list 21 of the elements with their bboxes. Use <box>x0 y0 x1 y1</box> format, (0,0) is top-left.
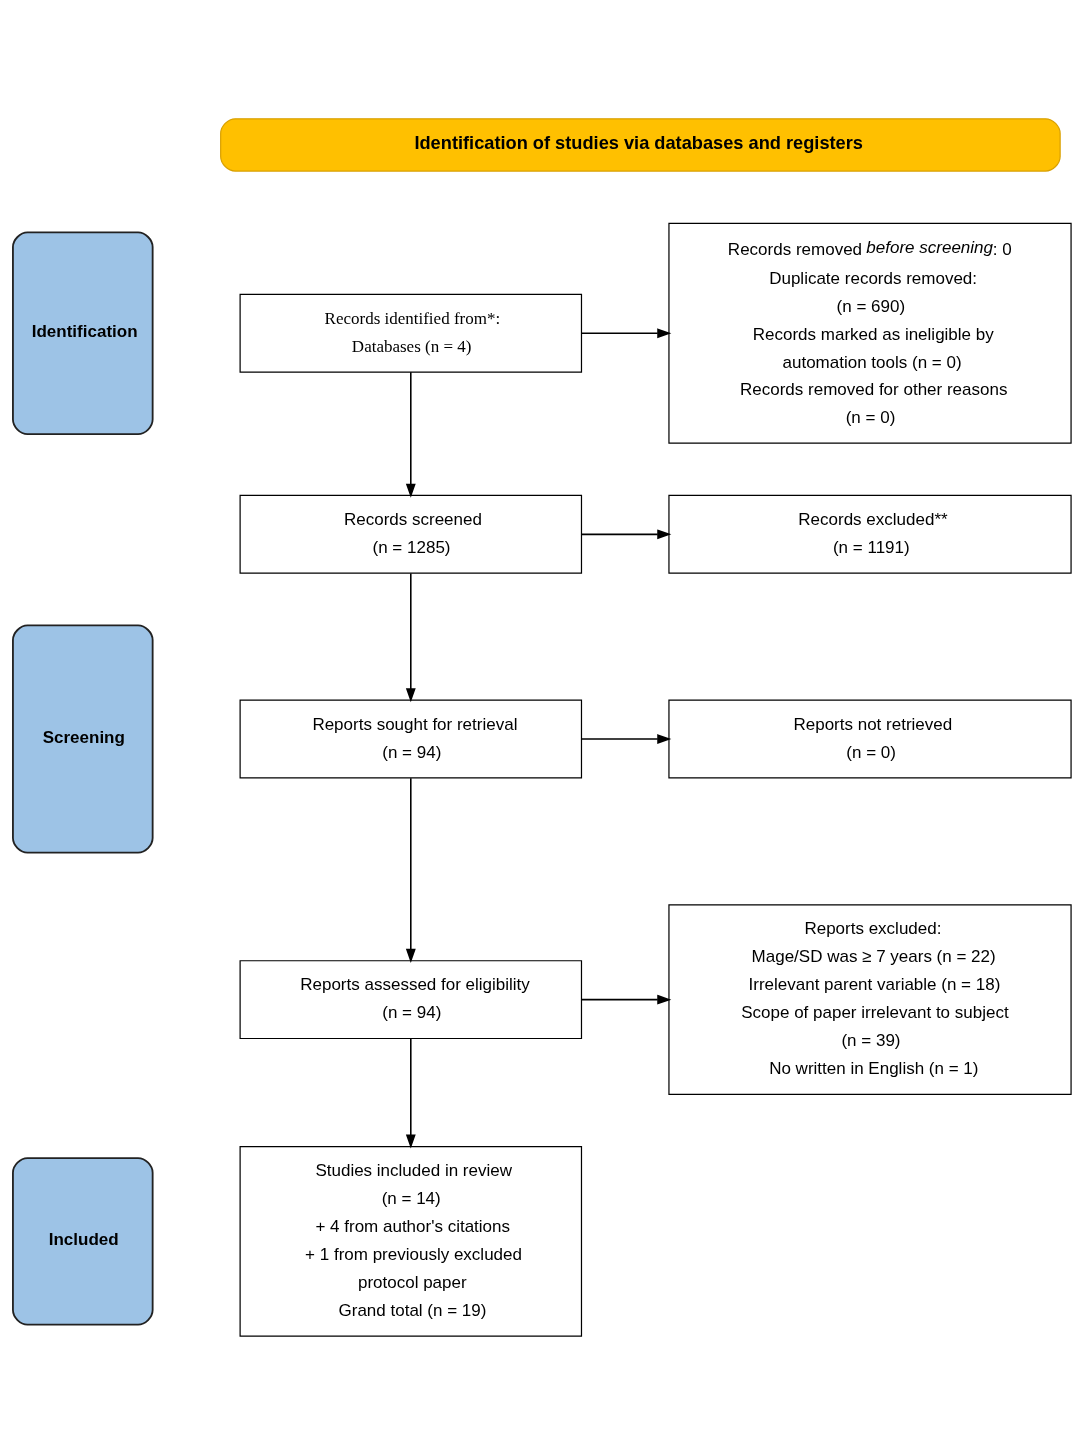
node-box: Records screened (n = 1285) <box>239 494 583 574</box>
node-box: Reports assessed for eligibility (n = 94) <box>239 960 583 1040</box>
node-box: Reports not retrieved (n = 0) <box>668 699 1072 779</box>
node-box: Records excluded** (n = 1191) <box>668 494 1072 574</box>
node-box: Included <box>12 1157 154 1326</box>
node-box: Reports excluded: Mage/SD was ≥ 7 years (n = 22) Irrelevant parent variable (n = 18) Scope of paper irrelevant to subject (n = 39) No written in English (n = 1) <box>668 904 1072 1095</box>
arrow <box>580 734 672 744</box>
arrow <box>405 572 416 703</box>
arrow <box>405 371 416 498</box>
node-box: Screening <box>12 624 154 854</box>
arrow <box>405 1038 416 1149</box>
node-box: Identification <box>12 231 154 436</box>
node-box: Records removed before screening: 0 Duplicate records removed: (n = 690) Records marked as ineligible by automation tools (n = 0) Records removed for other reasons (n = 0) <box>668 222 1072 444</box>
arrow <box>405 777 416 963</box>
arrow <box>580 994 672 1005</box>
node-box: Identification of studies via databases and registers <box>220 118 1061 172</box>
arrow <box>580 529 672 540</box>
node-box: Reports sought for retrieval (n = 94) <box>239 699 583 779</box>
node-box: Records identified from*: Databases (n = 4) <box>239 293 583 373</box>
node-box: Studies included in review (n = 14) + 4 from author's citations + 1 from previously excluded protocol paper Grand total (n = 19) <box>239 1146 583 1337</box>
arrow <box>580 328 672 339</box>
